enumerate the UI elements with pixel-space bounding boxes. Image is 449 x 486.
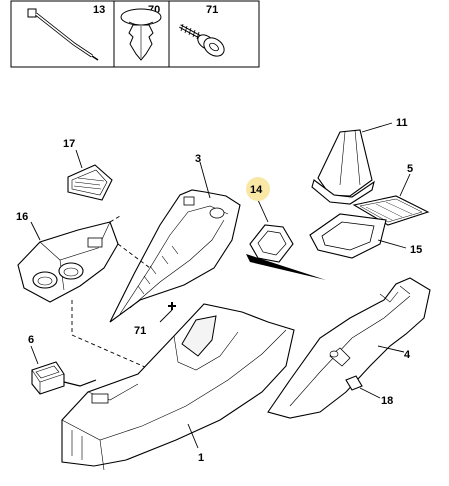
push-clip-icon <box>120 8 162 61</box>
part-17-tray-insert[interactable] <box>67 149 113 201</box>
callout-1[interactable]: 1 <box>198 452 204 464</box>
callout-14-highlight <box>246 177 270 201</box>
part-11-gaiter[interactable] <box>311 122 393 205</box>
callout-16[interactable]: 16 <box>16 211 28 223</box>
legend-label-71: 71 <box>206 4 218 16</box>
callout-6[interactable]: 6 <box>28 334 34 346</box>
callout-18[interactable]: 18 <box>381 395 393 407</box>
part-18-clip[interactable] <box>345 375 381 399</box>
legend-strip: 13 70 71 <box>10 0 260 68</box>
part-14-gaiter-frame[interactable] <box>249 199 294 263</box>
part-15-surround[interactable] <box>309 213 407 259</box>
callout-17[interactable]: 17 <box>63 138 75 150</box>
legend-label-13: 13 <box>93 4 105 16</box>
legend-item-70[interactable]: 70 <box>120 4 162 61</box>
callout-15[interactable]: 15 <box>410 244 422 256</box>
part-6-switch[interactable] <box>30 345 97 395</box>
callout-14[interactable]: 14 <box>250 184 263 196</box>
callout-71[interactable]: 71 <box>134 325 146 337</box>
callout-3[interactable]: 3 <box>195 153 201 165</box>
separator-line <box>246 254 326 280</box>
callout-11[interactable]: 11 <box>396 117 408 129</box>
callout-5[interactable]: 5 <box>407 163 413 175</box>
callout-4[interactable]: 4 <box>404 349 411 361</box>
callouts: 17 16 3 14 11 5 15 71 4 6 18 1 <box>16 117 422 464</box>
part-4-right-trim[interactable] <box>267 277 431 419</box>
screw-icon <box>179 23 225 57</box>
part-1-center-console[interactable] <box>61 303 295 471</box>
cable-tie-icon <box>27 8 99 61</box>
part-3-side-panel[interactable] <box>109 161 241 323</box>
legend-item-71[interactable]: 71 <box>179 4 228 60</box>
legend-item-13[interactable]: 13 <box>27 4 105 61</box>
part-16-cup-holder[interactable] <box>17 215 146 368</box>
screw-71-marker[interactable] <box>159 302 176 323</box>
